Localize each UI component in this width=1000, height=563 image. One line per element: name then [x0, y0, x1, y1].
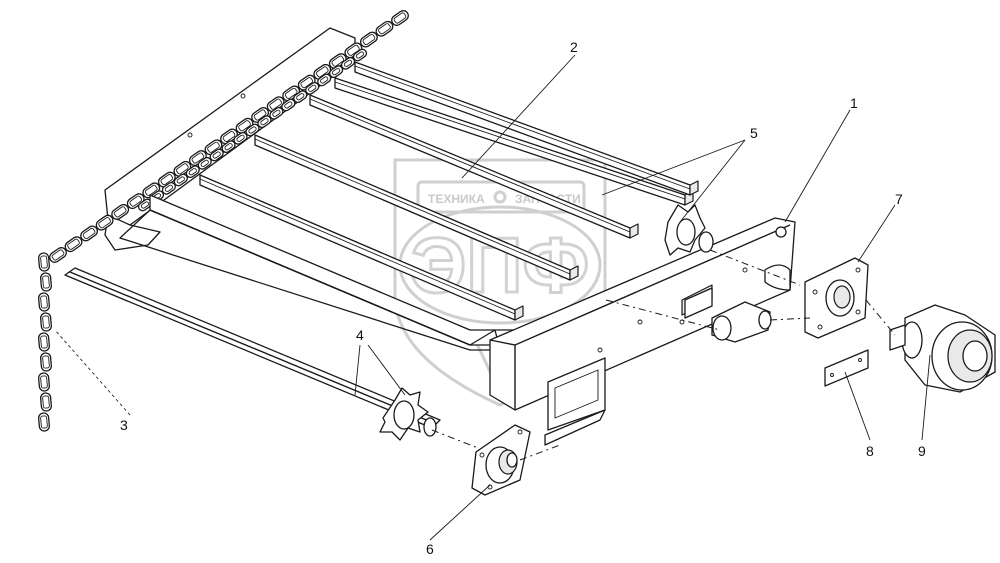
callout-4: 4: [356, 327, 364, 343]
front-shaft: [64, 267, 441, 429]
conveyor-slats: [199, 61, 699, 321]
watermark-logo: ЭПФ: [411, 221, 589, 309]
chain-link: [111, 203, 130, 220]
drive-motor: [889, 304, 996, 393]
chain-link: [95, 214, 114, 231]
right-side-plate: [489, 217, 796, 446]
slat-bar: [334, 77, 694, 206]
chain-link: [64, 236, 83, 253]
front-sprockets: [379, 387, 437, 441]
chain-link: [40, 352, 52, 372]
leader-lines: [54, 54, 931, 541]
chain-link: [38, 292, 50, 312]
callout-1: 1: [850, 95, 858, 111]
callout-labels: 1 2 3 4 5 6 7 8 9: [120, 39, 926, 557]
chain-link: [375, 20, 394, 37]
callout-3: 3: [120, 417, 128, 433]
chain-link: [359, 31, 378, 48]
slat-bar: [309, 94, 639, 239]
gear-icon: [493, 190, 507, 204]
callout-9: 9: [918, 443, 926, 459]
callout-5: 5: [750, 125, 758, 141]
slat-bar: [199, 174, 524, 321]
callout-7: 7: [895, 191, 903, 207]
callout-2: 2: [570, 39, 578, 55]
chain-link: [80, 225, 99, 242]
chain-link: [209, 148, 224, 162]
callout-8: 8: [866, 443, 874, 459]
chain-link: [40, 312, 52, 332]
callout-6: 6: [426, 541, 434, 557]
cover-plate: [684, 287, 869, 387]
bearing-flange: [471, 424, 531, 496]
chain-link: [352, 48, 368, 62]
slat-bar: [354, 61, 699, 196]
chain-link: [391, 10, 409, 26]
chain-link: [38, 372, 50, 392]
chain-link: [328, 53, 347, 70]
chain-link: [281, 98, 296, 112]
chain-link: [38, 412, 50, 432]
mounting-bracket: [804, 257, 869, 339]
chain-link: [40, 272, 52, 292]
drive-chain: [38, 10, 409, 432]
rear-sprocket: [664, 204, 714, 256]
chain-link: [173, 160, 192, 177]
watermark-text-1: ТЕХНИКА: [428, 192, 485, 206]
chain-link: [38, 332, 50, 352]
chain-link: [49, 247, 67, 263]
chain-link: [157, 171, 176, 188]
chain-link: [38, 252, 50, 272]
coupling-shaft: [711, 301, 772, 343]
assembly-axis-lines: [431, 249, 896, 461]
chain-link: [40, 392, 52, 412]
chain-link: [340, 56, 356, 70]
slat-bar: [254, 134, 579, 281]
